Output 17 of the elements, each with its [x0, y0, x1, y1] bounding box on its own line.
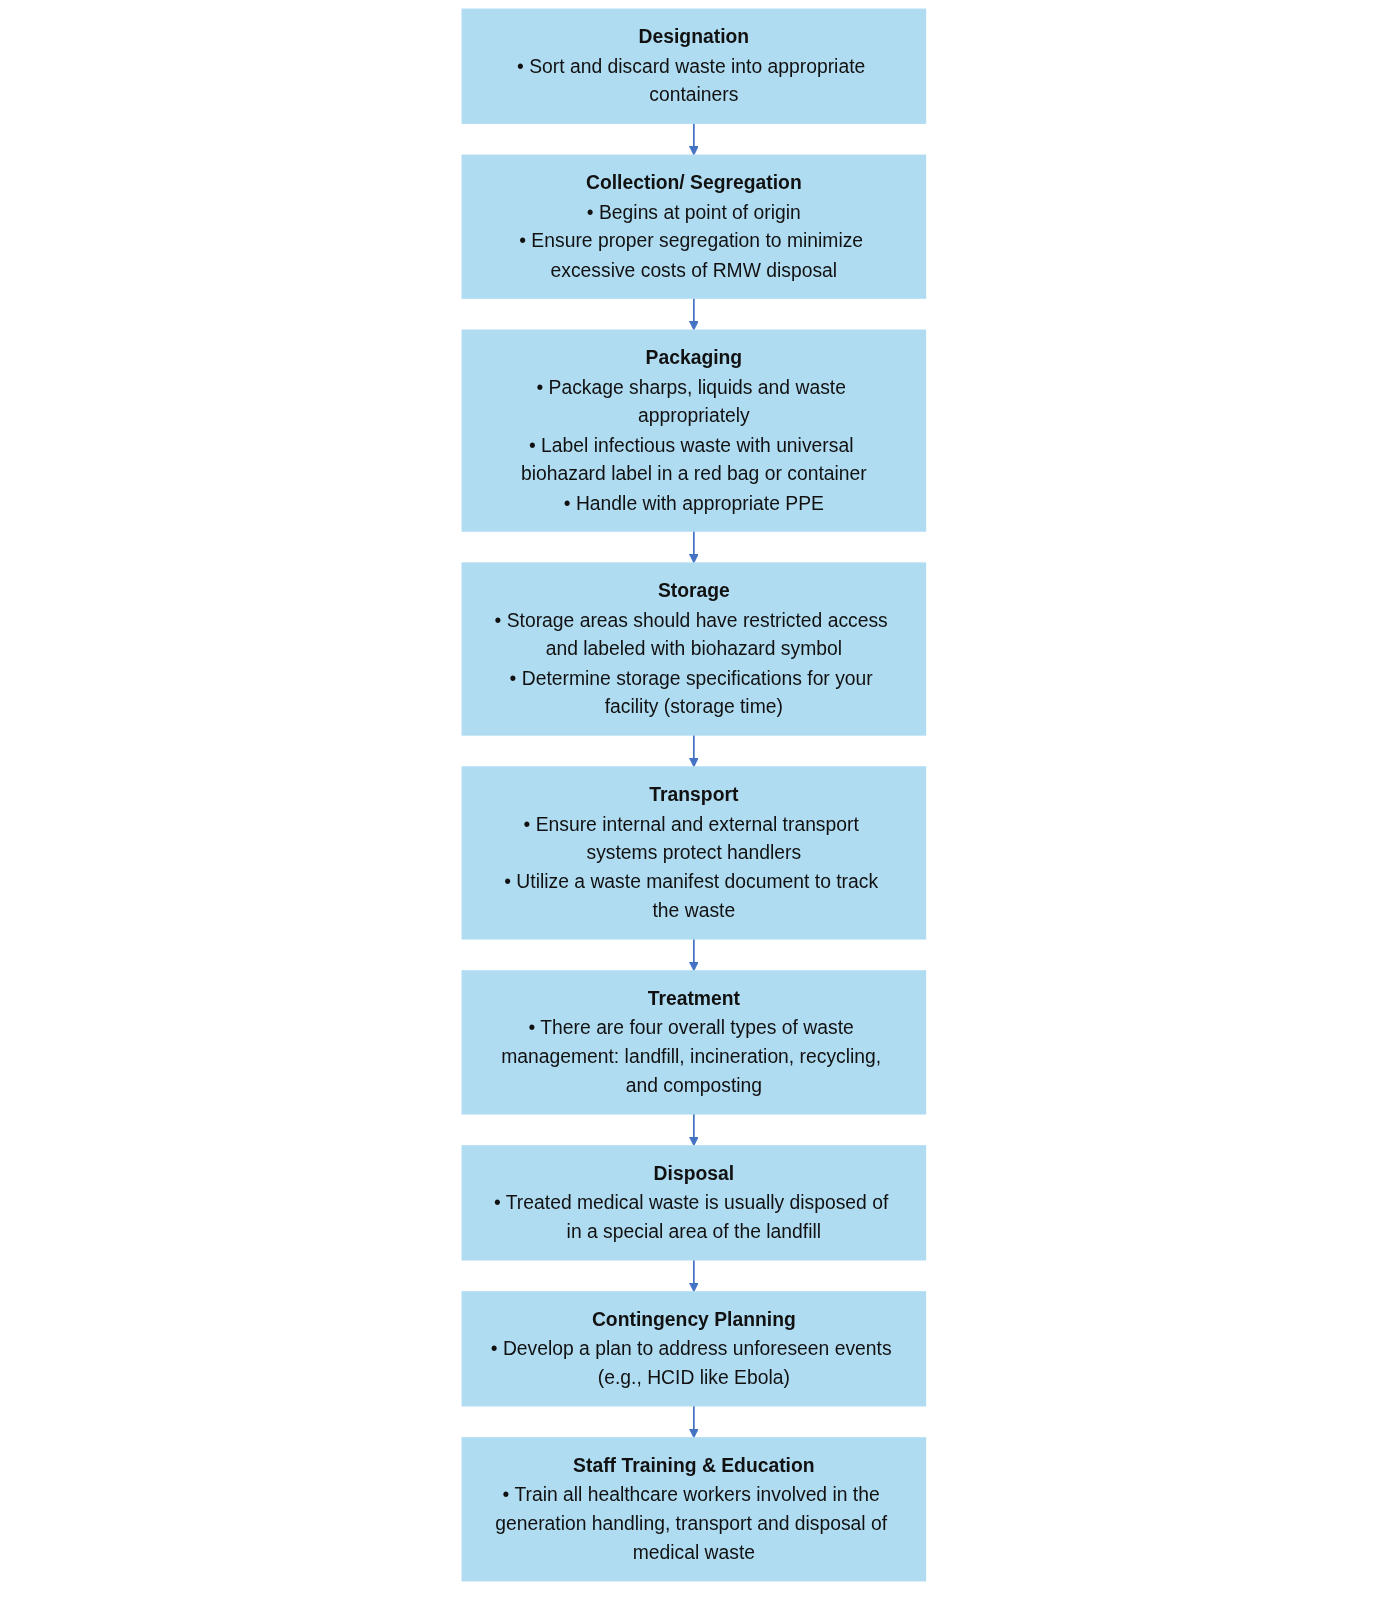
node-box: Collection/ Segregation • Begins at point of origin • Ensure proper segregation to minimize excessive costs of RMW disposal [461, 154, 926, 299]
arrow [688, 297, 699, 331]
node-box: Contingency Planning • Develop a plan to address unforeseen events (e.g., HCID like Ebola) [461, 1291, 926, 1407]
node-box: Designation • Sort and discard waste into appropriate containers [461, 8, 926, 124]
arrow [688, 938, 699, 972]
arrow [688, 1113, 699, 1147]
node-box: Disposal • Treated medical waste is usually disposed of in a special area of the landfill [461, 1145, 926, 1261]
arrow [688, 122, 699, 156]
arrow [688, 734, 699, 768]
node-box: Storage • Storage areas should have restricted access and labeled with biohazard symbol • Determine storage specifications for your facility (storage time) [461, 562, 926, 736]
node-box: Packaging • Package sharps, liquids and waste appropriately • Label infectious waste with universal biohazard label in a red bag or container • Handle with appropriate PPE [461, 329, 926, 532]
arrow [688, 1405, 699, 1439]
node-box: Treatment • There are four overall types of waste management: landfill, incineration, recycling, and composting [461, 970, 926, 1115]
node-box: Transport • Ensure internal and external transport systems protect handlers • Utilize a waste manifest document to track the waste [461, 766, 926, 940]
arrow [688, 530, 699, 564]
node-box: Staff Training & Education • Train all healthcare workers involved in the generation handling, transport and disposal of medical waste [461, 1437, 926, 1582]
arrow [688, 1259, 699, 1293]
